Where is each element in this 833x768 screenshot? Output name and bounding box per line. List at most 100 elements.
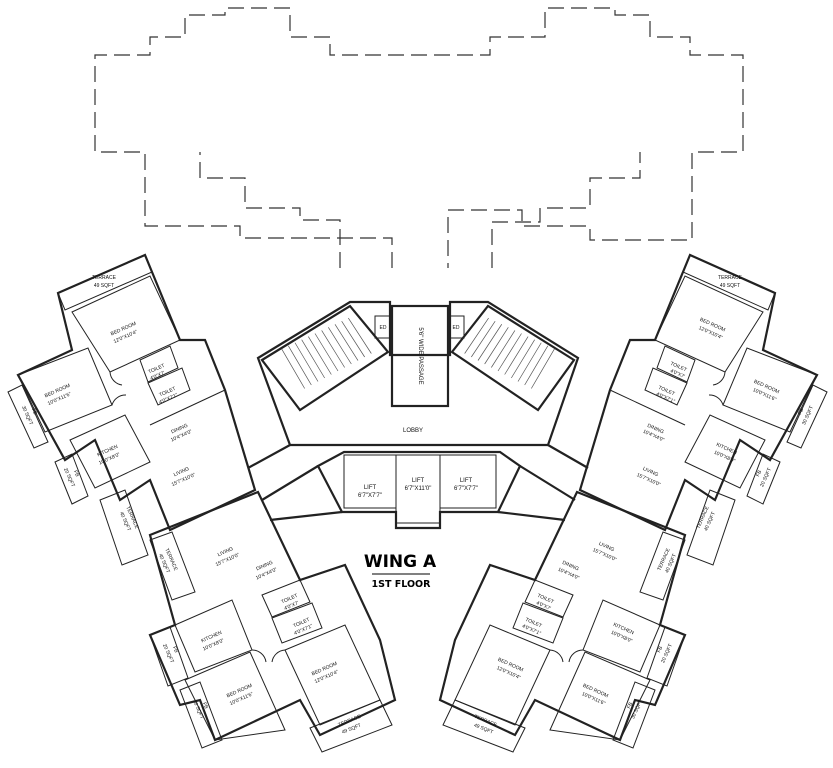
ll-terrace-side bbox=[149, 531, 196, 601]
ru-fb-1 bbox=[786, 384, 828, 449]
ll-door-arc bbox=[251, 649, 267, 663]
stair-tread bbox=[348, 317, 372, 354]
stair-tread bbox=[504, 336, 529, 375]
lift-left-name: LIFT bbox=[364, 485, 377, 491]
lu-toilet-2 bbox=[147, 367, 191, 406]
stair-tread bbox=[334, 324, 359, 361]
passage bbox=[390, 304, 450, 408]
ll-bedroom-2 bbox=[184, 651, 286, 741]
central-core: ED ED 5'6" WIDE PASSAGE LOBBY LIFT 6'7"X… bbox=[256, 300, 580, 530]
stair-tread bbox=[294, 342, 319, 382]
stair-tread bbox=[477, 324, 503, 361]
adjacent-wing-inner-outline bbox=[199, 152, 641, 268]
rl-toilet1-size: 4'0"X7' bbox=[535, 600, 552, 612]
lu-door-arc bbox=[109, 371, 123, 386]
rl-door-arc bbox=[568, 649, 584, 663]
rl-toilet-2 bbox=[512, 602, 564, 644]
left-corridor-walls bbox=[247, 444, 343, 522]
ru-fb2-name: FB bbox=[755, 469, 763, 478]
lift-middle-size: 6'7"X11'0" bbox=[405, 486, 432, 492]
ll-toilet-1 bbox=[261, 579, 311, 618]
rl-fb-name: FB bbox=[656, 645, 664, 654]
rl-fb-2 bbox=[612, 681, 656, 749]
ru-fb-2 bbox=[746, 453, 781, 505]
lu-terrace-top-name: TERRACE bbox=[92, 275, 117, 281]
ru-door-arc bbox=[712, 371, 726, 386]
lift-left bbox=[343, 454, 397, 509]
ll-terrace-bottom bbox=[309, 699, 393, 753]
ed-left-duct bbox=[374, 315, 392, 339]
lift-right-size: 6'7"X7'7" bbox=[454, 486, 478, 492]
lobby-label: LOBBY bbox=[403, 428, 423, 434]
flat-right-upper: TERRACE 49 SQFT BED ROOM 12'0"X10'4" TOI… bbox=[578, 253, 828, 566]
stair-tread bbox=[301, 339, 325, 379]
lu-bedroom-1 bbox=[71, 275, 181, 373]
lift-middle-name: LIFT bbox=[412, 478, 425, 484]
rl-terrace-bottom bbox=[442, 699, 526, 753]
lu-fb-1 bbox=[7, 384, 49, 449]
flat-left-lower: LIVING 15'7"X10'0" DINING 10'4"X4'0" TER… bbox=[148, 490, 397, 753]
ru-fb-name: FB bbox=[797, 407, 805, 416]
stair-tread bbox=[341, 320, 365, 358]
stair-tread bbox=[517, 342, 542, 382]
lift-right-name: LIFT bbox=[460, 478, 473, 484]
ll-door-arc-2 bbox=[271, 649, 286, 663]
ll-fb2-name: FB bbox=[201, 701, 209, 710]
ll-toilet-2 bbox=[271, 602, 323, 644]
lu-kitchen bbox=[69, 414, 151, 489]
right-staircase bbox=[450, 304, 576, 412]
stair-tread bbox=[524, 345, 549, 386]
stair-tread bbox=[471, 320, 496, 358]
stair-tread bbox=[281, 348, 305, 389]
ru-terrace-top-size: 49 SQFT bbox=[720, 283, 740, 289]
stair-tread bbox=[484, 327, 509, 365]
ed-right-label: ED bbox=[453, 325, 460, 331]
rl-toilet-1 bbox=[524, 579, 574, 618]
ll-fb-2 bbox=[179, 681, 223, 749]
stair-tread bbox=[531, 348, 555, 389]
lu-terrace-top bbox=[57, 254, 153, 311]
ru-toilet1-size: 4'0"X7' bbox=[669, 368, 686, 380]
lu-toilet-1 bbox=[139, 345, 179, 383]
stair-tread bbox=[321, 330, 345, 368]
ll-toilet1-size: 4'0"X7' bbox=[283, 600, 300, 612]
rl-bedroom-2 bbox=[549, 651, 651, 741]
rl-fb bbox=[646, 626, 686, 687]
floor-subtitle: 1ST FLOOR bbox=[372, 579, 432, 590]
adjacent-wing-outline bbox=[94, 7, 744, 268]
lift-right bbox=[439, 454, 497, 509]
stair-tread bbox=[511, 339, 535, 379]
lu-toilet1-size: 4'0"X7' bbox=[149, 370, 166, 382]
rl-bedroom-1 bbox=[454, 624, 551, 726]
rl-fb2-name: FB bbox=[626, 701, 634, 710]
stair-tread bbox=[328, 327, 352, 365]
left-staircase bbox=[260, 304, 390, 412]
ed-right-duct bbox=[447, 315, 465, 339]
flat-right-lower: LIVING 15'7"X10'0" DINING 10'4"X4'0" TER… bbox=[438, 490, 687, 753]
rl-terrace-side bbox=[639, 531, 686, 601]
ru-terrace-side bbox=[686, 489, 736, 566]
ru-toilet-1 bbox=[656, 345, 696, 383]
ed-left-label: ED bbox=[380, 325, 387, 331]
lu-fb-name: FB bbox=[30, 407, 38, 416]
lift-left-size: 6'7"X7'7" bbox=[358, 493, 382, 499]
lu-terrace-side bbox=[99, 489, 149, 566]
lu-terrace-top-size: 49 SQFT bbox=[94, 283, 114, 289]
lu-fb2-name: FB bbox=[72, 469, 80, 478]
ru-terrace-top bbox=[682, 254, 776, 311]
lu-fb-2 bbox=[54, 453, 89, 505]
right-corridor-walls bbox=[497, 444, 589, 522]
ru-door-arc-2 bbox=[708, 394, 724, 406]
stair-tread bbox=[464, 317, 489, 354]
ll-fb-name: FB bbox=[171, 645, 179, 654]
ru-terrace-top-name: TERRACE bbox=[718, 275, 743, 281]
passage-label: 5'6" WIDE PASSAGE bbox=[417, 327, 423, 384]
ru-toilet-2 bbox=[644, 367, 688, 406]
ru-kitchen bbox=[684, 414, 766, 489]
stair-tread bbox=[308, 336, 332, 375]
rl-door-arc-2 bbox=[549, 649, 564, 663]
ll-fb bbox=[149, 626, 189, 687]
core-outline bbox=[256, 300, 580, 447]
wing-title: WING A bbox=[364, 552, 437, 572]
